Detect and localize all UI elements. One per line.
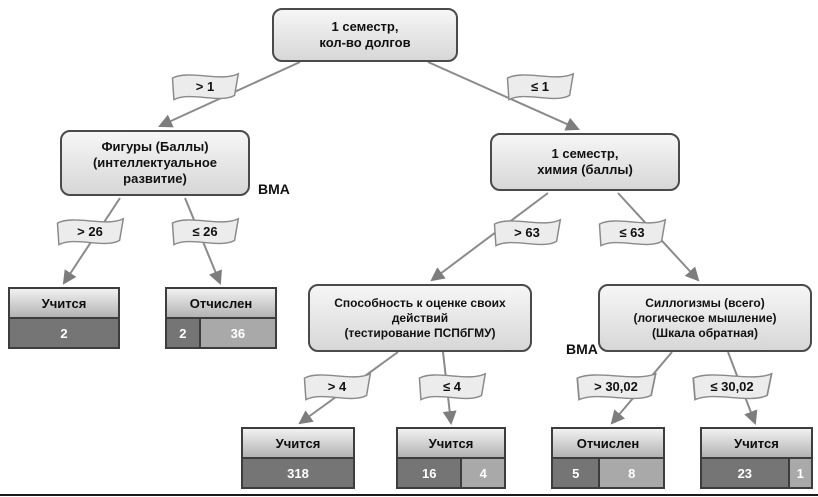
node-label: 1 семестр, кол-во долгов xyxy=(319,18,411,50)
flag-icon xyxy=(171,72,240,101)
leaf-uchitsya-16-4: Учится 16 4 xyxy=(396,427,506,489)
branch-flag-gt63: > 63 xyxy=(490,214,564,250)
flag-icon xyxy=(692,372,773,401)
leaf-count: 2 xyxy=(167,319,199,347)
bma-label-left: ВМА xyxy=(258,181,290,197)
node-label: Способность к оценке своих действий (тес… xyxy=(334,295,506,340)
branch-condition: ≤ 30,02 xyxy=(710,378,754,394)
leaf-title: Учится xyxy=(243,429,353,459)
edge-root-chemistry xyxy=(427,61,580,131)
leaf-count: 8 xyxy=(598,459,663,487)
leaf-otchislen-5-8: Отчислен 5 8 xyxy=(551,427,665,489)
node-label: Фигуры (Баллы) (интеллектуальное развити… xyxy=(92,138,218,187)
bottom-divider xyxy=(0,494,818,496)
branch-flag-gt4: > 4 xyxy=(300,368,374,404)
branch-flag-le3002: ≤ 30,02 xyxy=(688,368,776,404)
node-syllogisms: Силлогизмы (всего) (логическое мышление)… xyxy=(598,284,812,352)
flag-icon xyxy=(418,372,487,401)
branch-condition: > 4 xyxy=(327,378,347,394)
branch-flag-le26: ≤ 26 xyxy=(168,213,242,249)
leaf-cells: 16 4 xyxy=(398,459,504,487)
node-label: 1 семестр, химия (баллы) xyxy=(537,145,633,177)
flag-icon xyxy=(576,372,657,401)
branch-condition: ≤ 26 xyxy=(192,223,218,239)
leaf-otchislen-left: Отчислен 2 36 xyxy=(165,287,277,349)
node-ability: Способность к оценке своих действий (тес… xyxy=(308,284,532,352)
leaf-count: 2 xyxy=(10,319,118,347)
flag-icon xyxy=(303,372,372,401)
leaf-title: Учится xyxy=(398,429,504,459)
leaf-uchitsya-left: Учится 2 xyxy=(8,287,120,349)
leaf-cells: 2 xyxy=(10,319,118,347)
leaf-uchitsya-318: Учится 318 xyxy=(241,427,355,489)
flag-icon xyxy=(598,218,667,247)
branch-condition: > 1 xyxy=(195,78,215,94)
node-chemistry: 1 семестр, химия (баллы) xyxy=(490,133,680,191)
flag-icon xyxy=(506,72,575,101)
leaf-title: Отчислен xyxy=(553,429,663,459)
branch-condition: > 30,02 xyxy=(594,378,638,394)
leaf-count: 36 xyxy=(198,319,275,347)
branch-condition: ≤ 4 xyxy=(443,378,461,394)
branch-condition: ≤ 1 xyxy=(531,78,549,94)
node-figures: Фигуры (Баллы) (интеллектуальное развити… xyxy=(60,130,250,196)
node-root-debts: 1 семестр, кол-во долгов xyxy=(272,8,458,62)
branch-flag-le63: ≤ 63 xyxy=(595,214,669,250)
branch-condition: > 63 xyxy=(514,224,540,240)
branch-flag-gt3002: > 30,02 xyxy=(572,368,660,404)
node-label: Силлогизмы (всего) (логическое мышление)… xyxy=(633,295,777,340)
leaf-cells: 5 8 xyxy=(553,459,663,487)
flag-icon xyxy=(171,217,240,246)
branch-flag-gt1: > 1 xyxy=(168,68,242,104)
flag-icon xyxy=(56,217,125,246)
leaf-title: Отчислен xyxy=(167,289,275,319)
branch-flag-le4: ≤ 4 xyxy=(415,368,489,404)
leaf-count: 4 xyxy=(460,459,504,487)
leaf-count: 5 xyxy=(553,459,599,487)
leaf-count: 23 xyxy=(702,459,788,487)
leaf-count: 318 xyxy=(243,459,353,487)
leaf-uchitsya-23-1: Учится 23 1 xyxy=(700,427,813,489)
branch-condition: ≤ 63 xyxy=(619,224,645,240)
leaf-title: Учится xyxy=(10,289,118,319)
edge-chem-ability xyxy=(430,192,549,282)
bma-label-right: ВМА xyxy=(566,341,598,357)
branch-flag-le1: ≤ 1 xyxy=(503,68,577,104)
leaf-cells: 2 36 xyxy=(167,319,275,347)
leaf-count: 16 xyxy=(398,459,461,487)
branch-flag-gt26: > 26 xyxy=(53,213,127,249)
leaf-count: 1 xyxy=(787,459,811,487)
branch-condition: > 26 xyxy=(77,223,103,239)
flag-icon xyxy=(493,218,562,247)
leaf-cells: 318 xyxy=(243,459,353,487)
leaf-title: Учится xyxy=(702,429,811,459)
leaf-cells: 23 1 xyxy=(702,459,811,487)
